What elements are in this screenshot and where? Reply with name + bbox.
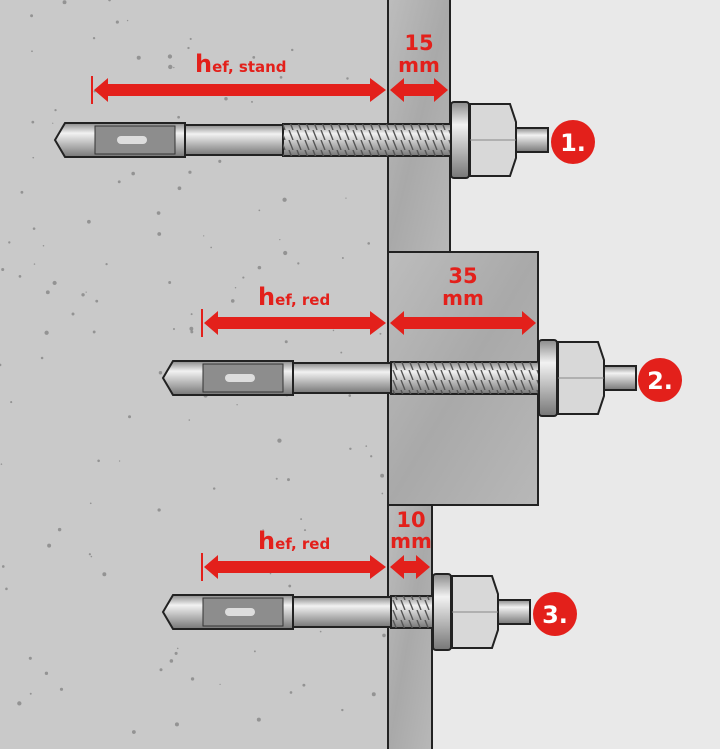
anchor-shaft: [292, 362, 392, 394]
anchor-shaft: [292, 596, 392, 628]
plate-thickness-unit: mm: [398, 53, 440, 77]
number-badge: [551, 120, 595, 164]
washer: [538, 339, 558, 417]
number-badge-label: 3.: [542, 601, 568, 629]
number-badge: [638, 358, 682, 402]
thread-pattern: [391, 362, 556, 394]
anchor-shaft: [184, 124, 284, 156]
embedment-depth-arrow: [204, 555, 386, 579]
thread-pattern: [283, 124, 468, 156]
embedment-depth-arrow: [94, 78, 386, 102]
plate-thickness-value: 15: [404, 31, 433, 55]
plate-thickness-arrow: [390, 78, 448, 102]
clip-slot: [225, 374, 255, 382]
embedment-depth-arrow: [204, 311, 386, 335]
number-badge-label: 1.: [560, 129, 586, 157]
number-badge-label: 2.: [647, 367, 673, 395]
plate-thickness-unit: mm: [442, 286, 484, 310]
washer: [432, 573, 452, 651]
clip-slot: [117, 136, 147, 144]
plate-thickness-arrow: [390, 555, 430, 579]
embedment-depth-label: hef, red: [258, 283, 330, 311]
plate-thickness-unit: mm: [390, 529, 432, 553]
washer: [450, 101, 470, 179]
embedment-depth-label: hef, red: [258, 527, 330, 555]
embedment-depth-label: hef, stand: [195, 50, 287, 78]
plate-thickness-value: 10: [396, 508, 425, 532]
number-badge: [533, 592, 577, 636]
plate-thickness-value: 35: [448, 264, 477, 288]
clip-slot: [225, 608, 255, 616]
plate-thickness-arrow: [390, 311, 536, 335]
